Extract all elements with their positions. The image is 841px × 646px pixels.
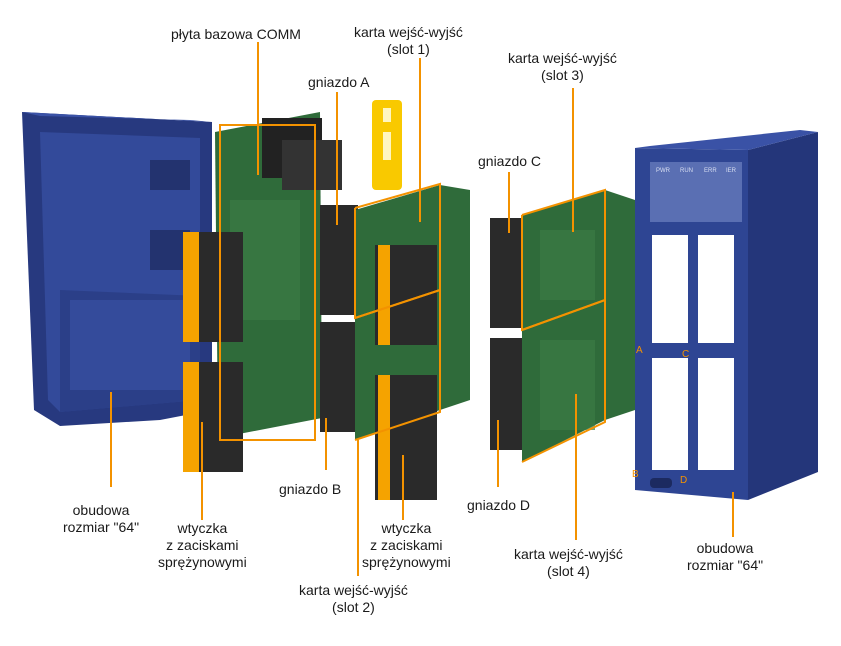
led-run-label: RUN <box>680 168 693 174</box>
label-io-card-slot4: karta wejść-wyjść (slot 4) <box>514 546 623 580</box>
marker-b: B <box>632 469 639 480</box>
label-plug-left-line2: z zaciskami <box>166 537 239 553</box>
label-io-card-slot2: karta wejść-wyjść (slot 2) <box>299 582 408 616</box>
label-plug-middle-line3: sprężynowymi <box>362 554 451 570</box>
leader-lines <box>110 42 734 576</box>
label-io-card-slot1-line1: karta wejść-wyjść <box>354 24 463 40</box>
label-io-card-slot2-line1: karta wejść-wyjść <box>299 582 408 598</box>
label-housing-right-line1: obudowa <box>696 540 754 556</box>
marker-c: C <box>682 349 689 360</box>
label-socket-a: gniazdo A <box>308 74 370 91</box>
led-pwr-label: PWR <box>656 168 671 174</box>
io-cards-slot1-slot2 <box>355 185 470 500</box>
label-housing-right: obudowa rozmiar "64" <box>687 540 763 574</box>
label-io-card-slot4-line1: karta wejść-wyjść <box>514 546 623 562</box>
label-io-card-slot1: karta wejść-wyjść (slot 1) <box>354 24 463 58</box>
label-socket-c: gniazdo C <box>478 153 541 170</box>
io-cards-slot3-slot4 <box>522 190 635 462</box>
label-io-card-slot4-line2: (slot 4) <box>547 563 590 579</box>
label-comm-base-board: płyta bazowa COMM <box>171 26 301 43</box>
label-io-card-slot1-line2: (slot 1) <box>387 41 430 57</box>
label-housing-left-line1: obudowa <box>72 502 130 518</box>
label-plug-left: wtyczka z zaciskami sprężynowymi <box>158 520 247 571</box>
left-housing <box>22 112 212 426</box>
label-housing-left-line2: rozmiar "64" <box>63 519 140 535</box>
label-socket-c-text: gniazdo C <box>478 153 542 169</box>
label-io-card-slot2-line2: (slot 2) <box>332 599 375 615</box>
label-socket-d: gniazdo D <box>467 497 530 514</box>
label-housing-left: obudowa rozmiar "64" <box>63 502 139 536</box>
label-socket-b: gniazdo B <box>279 481 341 498</box>
marker-d: D <box>680 475 687 486</box>
label-plug-left-line3: sprężynowymi <box>158 554 247 570</box>
coding-key <box>372 100 402 190</box>
led-err-label: ERR <box>704 168 717 174</box>
left-spring-terminal-plugs <box>183 232 243 472</box>
marker-a: A <box>636 345 643 356</box>
label-plug-middle: wtyczka z zaciskami sprężynowymi <box>362 520 451 571</box>
right-housing <box>635 130 818 500</box>
label-socket-b-text: gniazdo B <box>279 481 342 497</box>
led-ier-label: IER <box>726 168 737 174</box>
label-plug-middle-line1: wtyczka <box>381 520 432 536</box>
label-plug-middle-line2: z zaciskami <box>370 537 443 553</box>
label-io-card-slot3-line1: karta wejść-wyjść <box>508 50 617 66</box>
socket-a-b-connectors <box>320 205 358 432</box>
label-socket-d-text: gniazdo D <box>467 497 531 513</box>
label-comm-base-board-text: płyta bazowa COMM <box>171 26 301 42</box>
label-io-card-slot3: karta wejść-wyjść (slot 3) <box>508 50 617 84</box>
label-housing-right-line2: rozmiar "64" <box>687 557 764 573</box>
label-io-card-slot3-line2: (slot 3) <box>541 67 584 83</box>
label-socket-a-text: gniazdo A <box>308 74 370 90</box>
label-plug-left-line1: wtyczka <box>177 520 228 536</box>
